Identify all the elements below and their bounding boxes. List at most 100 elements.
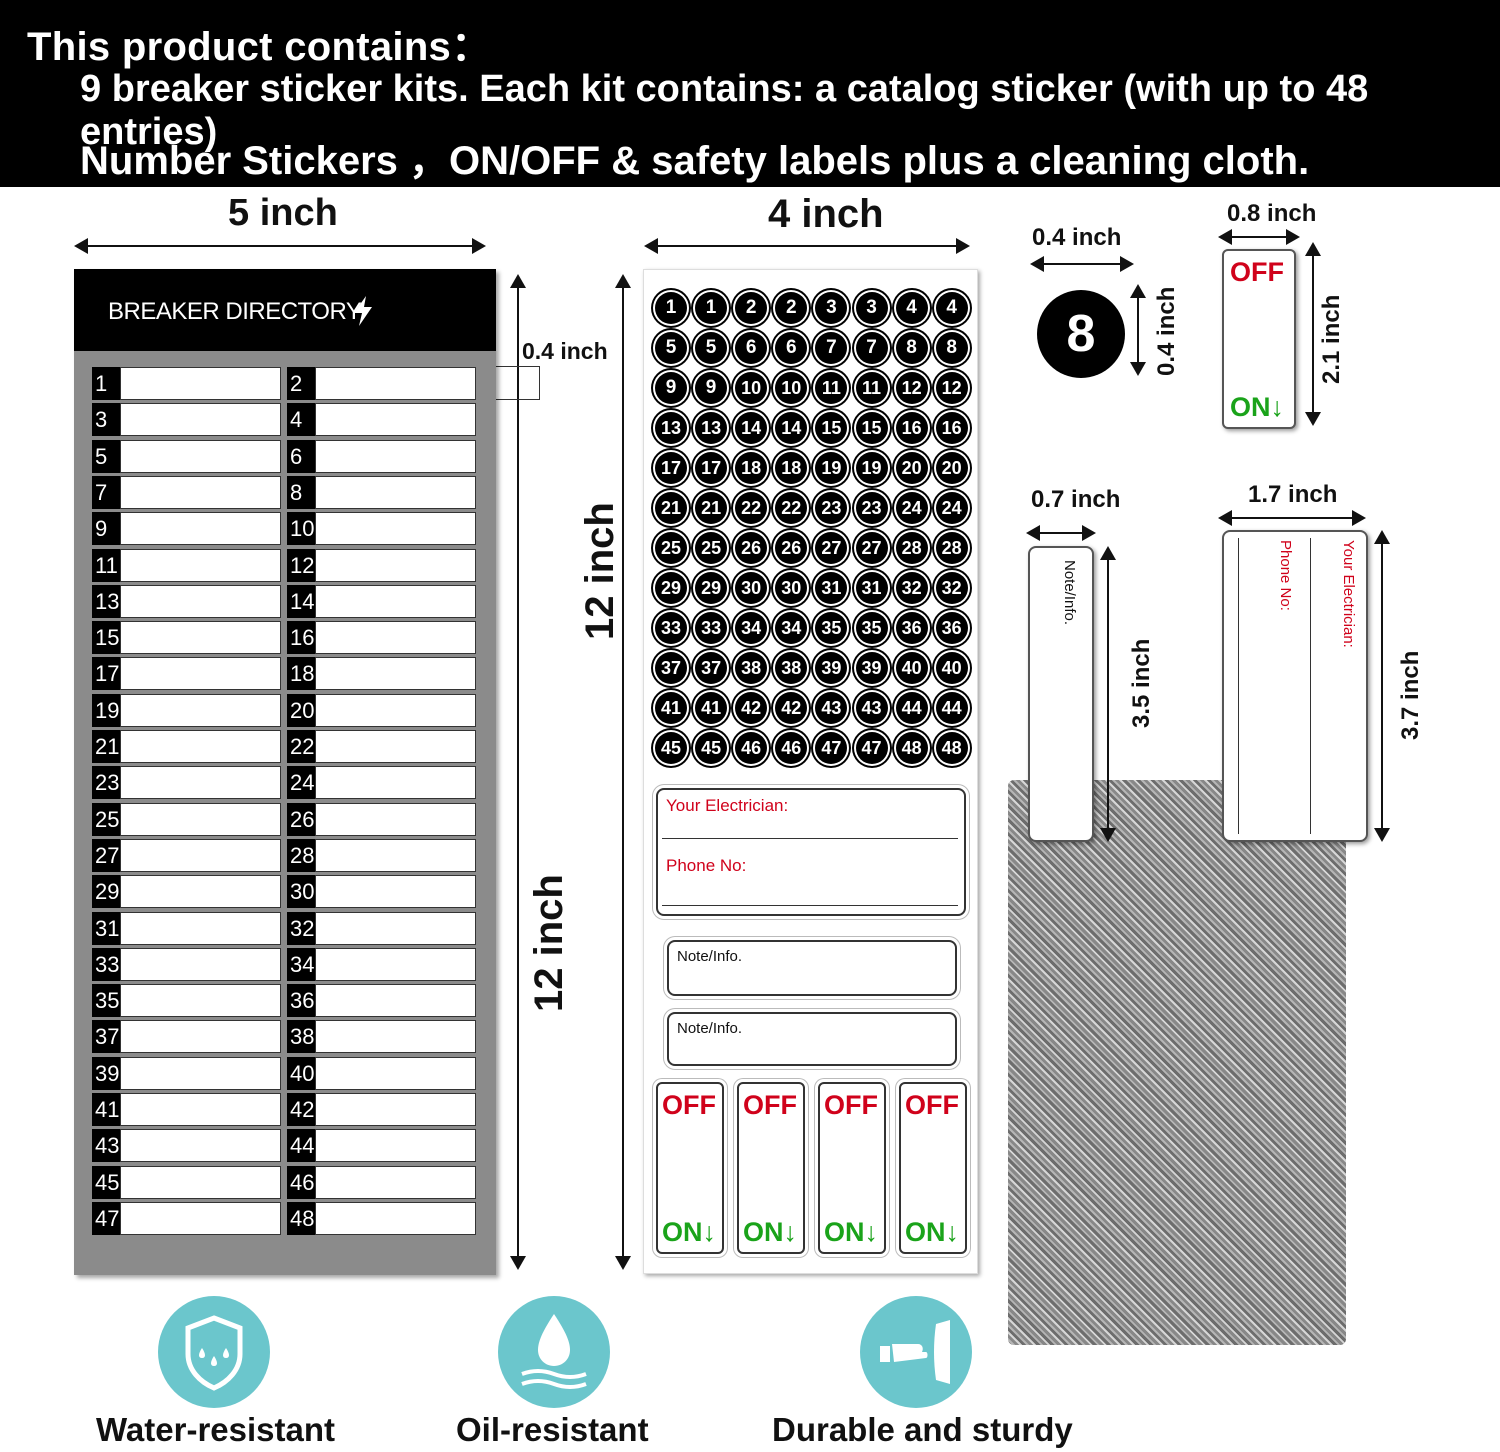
- number-sticker: 2: [773, 290, 810, 326]
- off-text: OFF: [1230, 257, 1284, 287]
- number-sticker: 25: [653, 530, 689, 566]
- directory-entry: 22: [287, 730, 476, 763]
- divider: [1238, 538, 1239, 834]
- feature-durable-sturdy: Durable and sturdy: [772, 1411, 1073, 1448]
- directory-entry-field: [120, 584, 281, 618]
- feature-water-resistant: Water-resistant: [96, 1411, 336, 1448]
- directory-entry: 38: [287, 1020, 476, 1054]
- number-sticker: 13: [653, 410, 689, 446]
- divider: [1310, 538, 1311, 834]
- directory-entry-field: [120, 911, 281, 945]
- directory-entry-field: [120, 1020, 281, 1054]
- directory-entry-number: 48: [287, 1201, 315, 1235]
- directory-entry-field: [120, 730, 281, 763]
- directory-entry-field: [120, 1093, 281, 1126]
- directory-entry-field: [315, 548, 476, 582]
- directory-entry: 30: [287, 875, 476, 909]
- directory-entry-field: [120, 439, 281, 473]
- directory-entry: 37: [92, 1020, 281, 1054]
- directory-entry-number: 11: [92, 548, 120, 582]
- number-sticker: 4: [933, 290, 970, 326]
- directory-entry-number: 42: [287, 1093, 315, 1126]
- directory-entry: 10: [287, 512, 476, 546]
- directory-entry-number: 9: [92, 512, 120, 546]
- onoff-width-label: 0.8 inch: [1227, 200, 1317, 227]
- number-sticker: 7: [853, 330, 890, 366]
- electrician-contact-label: Your Electrician: Phone No:: [656, 788, 966, 916]
- number-sticker: 48: [933, 730, 970, 766]
- directory-entry-number: 30: [287, 875, 315, 909]
- number-sticker: 22: [773, 490, 810, 526]
- on-text: ON↓: [743, 1217, 797, 1247]
- directory-entry-number: 33: [92, 947, 120, 981]
- number-sticker: 8: [933, 330, 970, 366]
- directory-header: BREAKER DIRECTORY: [74, 269, 496, 351]
- number-sticker: 41: [653, 690, 689, 726]
- number-sticker: 29: [653, 570, 689, 606]
- directory-entry: 35: [92, 984, 281, 1018]
- directory-entry-number: 36: [287, 984, 315, 1018]
- directory-entry-number: 21: [92, 730, 120, 763]
- directory-entry-field: [315, 475, 476, 509]
- number-sticker: 28: [893, 530, 930, 566]
- number-sticker: 26: [773, 530, 810, 566]
- number-sticker: 11: [813, 370, 850, 406]
- directory-entry: 26: [287, 802, 476, 836]
- directory-entry: 12: [287, 548, 476, 582]
- number-sticker: 5: [653, 330, 689, 366]
- directory-entry: 34: [287, 947, 476, 981]
- directory-entry: 46: [287, 1165, 476, 1199]
- directory-entry-field: [120, 367, 281, 400]
- banner-line-kits: 9 breaker sticker kits. Each kit contain…: [80, 68, 1369, 153]
- number-sticker: 10: [773, 370, 810, 406]
- number-sticker: 21: [653, 490, 689, 526]
- directory-entry: 9: [92, 512, 281, 546]
- number-sticker: 27: [853, 530, 890, 566]
- directory-entry-field: [315, 1056, 476, 1090]
- number-sticker: 5: [693, 330, 730, 366]
- directory-entry-field: [120, 875, 281, 909]
- dot-height-label: 0.4 inch: [1153, 286, 1180, 376]
- directory-entry-field: [315, 512, 476, 546]
- directory-entry-field: [120, 693, 281, 727]
- dot-height-arrow: [1130, 284, 1146, 376]
- directory-entry: 8: [287, 475, 476, 509]
- directory-title: BREAKER DIRECTORY: [108, 298, 362, 325]
- directory-entry-field: [315, 1020, 476, 1054]
- note-info-sticker-sample: Note/Info.: [1028, 546, 1094, 842]
- number-sticker: 3: [813, 290, 850, 326]
- directory-entry: 33: [92, 947, 281, 981]
- onoff-width-arrow: [1218, 229, 1300, 245]
- number-sticker: 41: [693, 690, 730, 726]
- directory-entry: 48: [287, 1201, 476, 1235]
- directory-entry: 15: [92, 621, 281, 655]
- directory-entry-number: 35: [92, 984, 120, 1018]
- directory-entry: 39: [92, 1056, 281, 1090]
- number-sticker: 43: [813, 690, 850, 726]
- off-text: OFF: [824, 1090, 878, 1120]
- number-sticker: 23: [813, 490, 850, 526]
- directory-entry-number: 31: [92, 911, 120, 945]
- directory-entry-field: [315, 984, 476, 1018]
- directory-entry: 28: [287, 838, 476, 872]
- number-sticker: 24: [933, 490, 970, 526]
- number-sticker: 31: [813, 570, 850, 606]
- number-sticker: 27: [813, 530, 850, 566]
- note-label-text: Note/Info.: [677, 948, 743, 965]
- directory-entry-field: [315, 621, 476, 655]
- directory-entry: 1: [92, 367, 281, 400]
- directory-entry-number: 34: [287, 947, 315, 981]
- directory-entry: 3: [92, 403, 281, 437]
- note-info-label: Note/Info.: [667, 940, 957, 996]
- number-sticker: 34: [773, 610, 810, 646]
- number-sticker: 6: [773, 330, 810, 366]
- directory-entry-number: 17: [92, 657, 120, 691]
- directory-entry-field: [120, 512, 281, 546]
- directory-entry-field: [120, 984, 281, 1018]
- directory-entry-number: 12: [287, 548, 315, 582]
- number-sticker: 13: [693, 410, 730, 446]
- directory-entry: 43: [92, 1129, 281, 1163]
- number-sticker: 45: [693, 730, 730, 766]
